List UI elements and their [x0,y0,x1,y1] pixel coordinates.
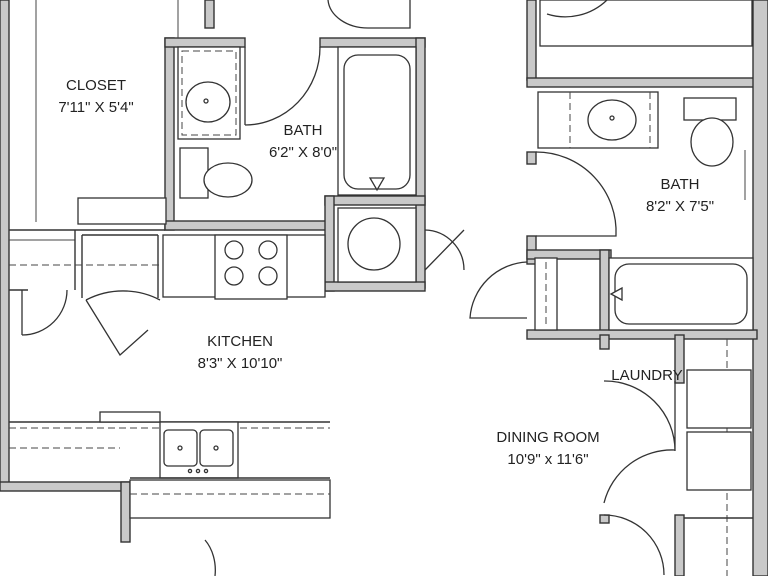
bath1-tub-basin [343,54,411,190]
burner-2 [258,240,278,260]
bath2-sink-drain [609,115,615,121]
washer [686,369,752,429]
wall-closet-left [324,195,335,292]
laundry-door-swing-lower [603,449,676,504]
wall-bottom-left [0,481,131,492]
bath2-fixtures [469,0,754,331]
bath1-fixtures [177,0,465,283]
laundry-dining [603,339,753,576]
closet-name: CLOSET [65,77,127,94]
room-label-closet: CLOSET 7'11" X 5'4" [58,75,133,119]
linen-door-swing [469,261,528,319]
wall-bottom-stub [120,481,131,543]
bath2-door-swing [535,151,617,237]
burner-4 [258,266,278,286]
dining-size: 10'9" x 11'6" [507,451,589,468]
laundry-door-swing-upper [603,380,676,452]
closet-size: 7'11" X 5'4" [58,99,134,116]
wall-bath-bottom [164,220,331,231]
burner-3 [224,266,244,286]
bath2-toilet-tank [683,97,737,121]
dishwasher-handle [99,411,161,423]
bedroom-door-arc [546,0,608,18]
wall-bath-top-right [319,37,426,48]
bath2-toilet-bowl [690,117,734,167]
faucet-dot-1 [187,468,193,474]
bath1-door-swing [244,46,321,126]
bath1-size: 6'2" X 8'0" [268,144,338,161]
wall-closet-bottom [324,281,426,292]
kitchen-entry-arc [204,539,216,576]
wall-right-upper [526,0,537,81]
wall-hall-right [599,249,610,336]
bath1-sink-drain [203,98,209,104]
closet-shelf [77,197,167,225]
bath2-tub-drain [609,286,623,302]
dryer [686,431,752,491]
wall-left [0,0,10,491]
fridge-door-swing [85,290,161,357]
bedroom-closet [539,0,753,47]
wall-laundry-divider [674,334,685,384]
sink-drain-right [213,445,219,451]
bath2-size: 8'2" X 7'5" [645,198,715,215]
range [214,234,288,300]
kitchen-size: 8'3" X 10'10" [197,355,283,372]
wall-bath-top-left [164,37,246,48]
burner-1 [224,240,244,260]
bath2-tub-basin [614,263,748,325]
room-label-kitchen: KITCHEN 8'3" X 10'10" [198,331,283,375]
room-label-laundry: LAUNDRY [611,365,682,387]
faucet-dot-2 [195,468,201,474]
wall-bath-right [415,37,426,289]
dining-door-swing [603,514,665,576]
bath1-toilet-tank [179,147,209,199]
wall-laundry-top [526,329,758,340]
bath1-toilet-bowl [203,162,253,198]
laundry-name: LAUNDRY [611,367,683,384]
bath1-name: BATH [283,122,323,139]
sink-drain-left [177,445,183,451]
wall-closet-top [324,195,426,206]
closet-area [9,0,179,336]
room-label-dining: DINING ROOM 10'9" x 11'6" [496,427,599,471]
wall-right [752,0,768,576]
room-label-bath2: BATH 8'2" X 7'5" [646,174,714,218]
pantry-door-swing [21,289,68,336]
bath1-tub-drain [368,177,386,192]
water-heater [347,217,401,271]
wall-hall-top [526,249,612,260]
wall-dining-stub [599,334,610,350]
peninsula-bar [129,479,331,519]
faucet-dot-3 [203,468,209,474]
hall-linen [534,257,558,331]
bath2-name: BATH [660,176,700,193]
wall-bath2-left-stub [526,151,537,165]
bath1-vanity-counter [181,50,237,136]
kitchen-name: KITCHEN [207,333,273,350]
wall-top-stub [204,0,215,29]
kitchen-fixtures [9,234,331,576]
wall-laundry-divider-low [674,514,685,576]
room-label-bath1: BATH 6'2" X 8'0" [269,120,337,164]
wall-dining-stub-low [599,514,610,524]
closet-door-swing-top [327,0,411,29]
wall-bath2-top [526,77,758,88]
closet-door-swing [424,229,465,271]
dining-name: DINING ROOM [496,429,600,446]
